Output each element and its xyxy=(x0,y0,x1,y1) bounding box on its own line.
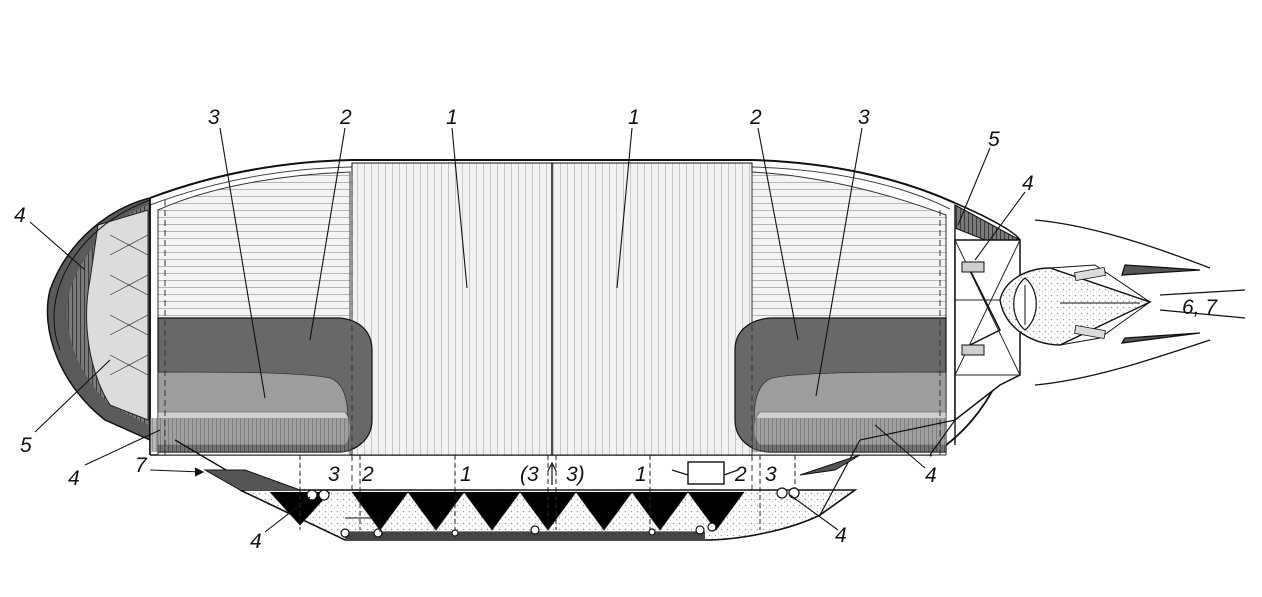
label-keel-1a: 1 xyxy=(460,463,472,486)
keel-gondola xyxy=(174,419,957,541)
label-2-left: 2 xyxy=(339,106,352,129)
labels: 1 1 2 2 3 3 4 4 4 4 4 4 5 5 6, 7 7 3 2 1… xyxy=(14,106,1218,553)
label-1-right: 1 xyxy=(628,106,640,129)
label-keel-1b: 1 xyxy=(635,463,647,486)
label-5-nose: 5 xyxy=(20,434,32,457)
gas-cell-left-group xyxy=(150,171,373,456)
frame-lines xyxy=(164,175,941,535)
label-4-lower-right: 4 xyxy=(925,464,937,487)
label-4-tail: 4 xyxy=(1022,172,1034,195)
gas-cell-1-right xyxy=(551,162,753,456)
gas-cell-1-left xyxy=(351,162,553,456)
label-keel-2b: 2 xyxy=(734,463,747,486)
leader-lines xyxy=(29,127,1026,533)
label-keel-2a: 2 xyxy=(361,463,374,486)
label-7: 7 xyxy=(135,454,148,477)
label-4-keel-right: 4 xyxy=(835,524,847,547)
label-4-lower-left: 4 xyxy=(68,467,80,490)
airflow-lines xyxy=(1034,219,1246,386)
label-2-right: 2 xyxy=(749,106,762,129)
label-keel-3b: 3 xyxy=(765,463,777,486)
nose-cap xyxy=(46,197,151,442)
tail-section xyxy=(954,239,1152,422)
label-4-keel-left: 4 xyxy=(250,530,262,553)
label-4-nose: 4 xyxy=(14,204,26,227)
gas-cell-right-group xyxy=(734,171,947,456)
label-5-tail: 5 xyxy=(988,128,1000,151)
label-3-left: 3 xyxy=(208,106,220,129)
label-3-right: 3 xyxy=(858,106,870,129)
label-keel-3a: 3 xyxy=(328,463,340,486)
label-67: 6, 7 xyxy=(1182,296,1218,319)
label-keel-3-open: (3 xyxy=(520,463,539,486)
label-1-left: 1 xyxy=(446,106,458,129)
label-keel-3-close: 3) xyxy=(566,463,585,486)
